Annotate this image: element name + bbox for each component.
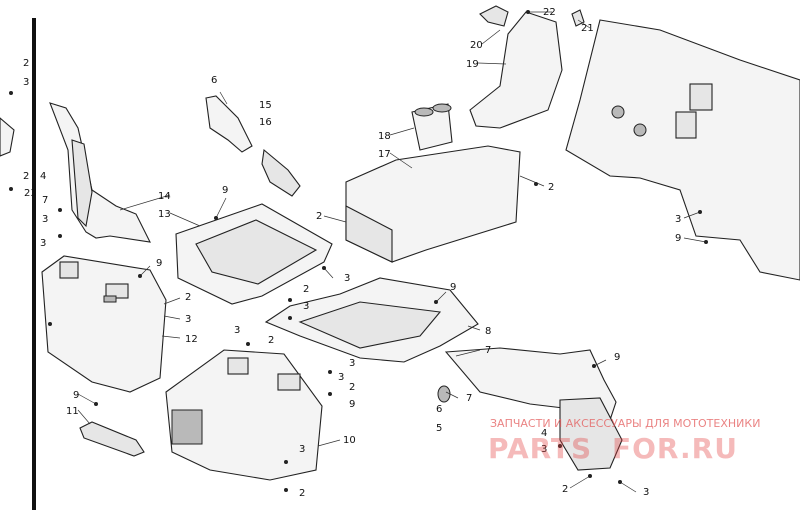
callout-number: 3 [23, 77, 29, 88]
callout-number: 22 [543, 7, 556, 18]
firewall-plate-2 [689, 83, 713, 111]
callout-number: 2 [303, 284, 309, 295]
callout-number: 3 [234, 325, 240, 336]
callout-number: 9 [156, 258, 162, 269]
console-side-face [345, 205, 393, 263]
callout-number: 3 [643, 487, 649, 498]
callout-number: 4 [541, 428, 547, 439]
cup-holder-opening-2 [432, 103, 452, 113]
callout-number: 3 [344, 273, 350, 284]
pillar-top-clip [479, 5, 509, 27]
right-lower-kick-panel [559, 397, 623, 471]
callout-number: 21 [581, 23, 594, 34]
callout-number: 2 [268, 335, 274, 346]
callout-number: 6 [211, 75, 217, 86]
front-cover-tab-2 [277, 373, 301, 391]
left-cover-slot [103, 295, 117, 303]
callout-number: 19 [466, 59, 479, 70]
bracket-lower [261, 148, 301, 197]
callout-number: 9 [73, 390, 79, 401]
floor-pan-recess [298, 301, 442, 349]
callout-number: 3 [185, 314, 191, 325]
page-border-bar [32, 18, 36, 510]
callout-number: 12 [185, 334, 198, 345]
callout-number: 2 [299, 488, 305, 499]
upper-pillar-trim [469, 11, 563, 129]
callout-number: 3 [40, 238, 46, 249]
leader-lines [77, 11, 707, 493]
firewall-port-1 [611, 105, 625, 119]
clipped-panel-left [0, 117, 15, 157]
callout-number: 9 [450, 282, 456, 293]
callout-number: 9 [614, 352, 620, 363]
callout-number: 2 [548, 182, 554, 193]
callout-number: 8 [485, 326, 491, 337]
callout-number: 7 [466, 393, 472, 404]
callout-number: 3 [299, 444, 305, 455]
callout-number: 17 [378, 149, 391, 160]
callout-number: 2 [23, 58, 29, 69]
left-cover-tab-1 [59, 261, 79, 279]
callout-number: 11 [66, 406, 79, 417]
callout-number: 7 [485, 345, 491, 356]
grille-block [171, 409, 203, 445]
callout-number: 5 [436, 423, 442, 434]
grommet-5 [437, 385, 451, 403]
callout-number: 3 [675, 214, 681, 225]
callout-number: 2 [562, 484, 568, 495]
callout-number: 16 [259, 117, 272, 128]
firewall-plate-1 [675, 111, 697, 139]
callout-number: 15 [259, 100, 272, 111]
callout-number: 3 [303, 301, 309, 312]
callout-number: 14 [158, 191, 171, 202]
floor-tray-inner [195, 219, 318, 285]
rear-firewall-panel [565, 19, 800, 281]
callout-number: 18 [378, 131, 391, 142]
firewall-port-2 [633, 123, 647, 137]
callout-number: 23 [24, 188, 37, 199]
callout-number: 2 [185, 292, 191, 303]
callout-number: 3 [338, 372, 344, 383]
bracket-11 [79, 421, 145, 457]
callout-number: 3 [541, 444, 547, 455]
callout-number: 3 [349, 358, 355, 369]
callout-number: 2 [23, 171, 29, 182]
callout-number: 4 [40, 171, 46, 182]
callout-number: 2 [316, 211, 322, 222]
callout-number: 10 [343, 435, 356, 446]
front-cover-tab-1 [227, 357, 249, 375]
callout-number: 3 [42, 214, 48, 225]
left-cover-tab-2 [105, 283, 129, 299]
callout-number: 2 [349, 382, 355, 393]
callout-number: 13 [158, 209, 171, 220]
callout-number: 9 [222, 185, 228, 196]
left-dash-side-panel [49, 102, 151, 243]
watermark-brand-right: FOR.RU [612, 432, 738, 465]
callout-number: 6 [436, 404, 442, 415]
cup-holder-opening-1 [414, 107, 434, 117]
callout-number: 7 [42, 195, 48, 206]
fastener-dots [9, 10, 708, 492]
watermark-brand-left: PARTS [488, 432, 592, 465]
left-lower-cover [41, 255, 167, 393]
watermark-tagline: ЗАПЧАСТИ И АКСЕССУАРЫ ДЛЯ МОТОТЕХНИКИ [490, 417, 760, 430]
callout-number: 9 [349, 399, 355, 410]
callout-number: 20 [470, 40, 483, 51]
left-dash-inner-rib [71, 139, 93, 228]
bracket-upper [205, 95, 253, 153]
callout-number: 9 [675, 233, 681, 244]
